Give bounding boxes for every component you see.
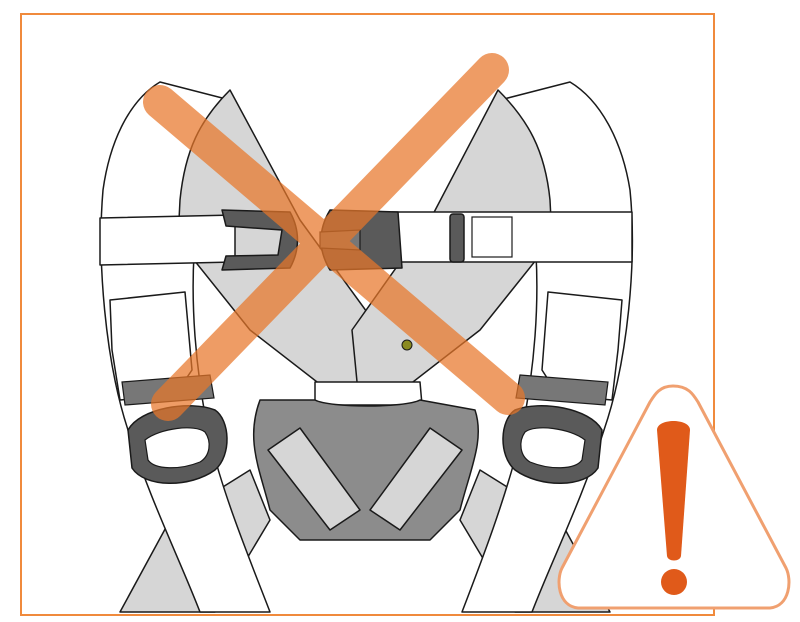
left-adjuster-window xyxy=(145,428,209,468)
back-plate-top xyxy=(315,382,422,405)
exclamation-dot xyxy=(661,569,687,595)
back-dee-marker xyxy=(402,340,412,350)
right-adjuster-window xyxy=(521,428,585,468)
chest-strap-slider xyxy=(450,214,464,262)
chest-strap-left xyxy=(100,215,235,265)
